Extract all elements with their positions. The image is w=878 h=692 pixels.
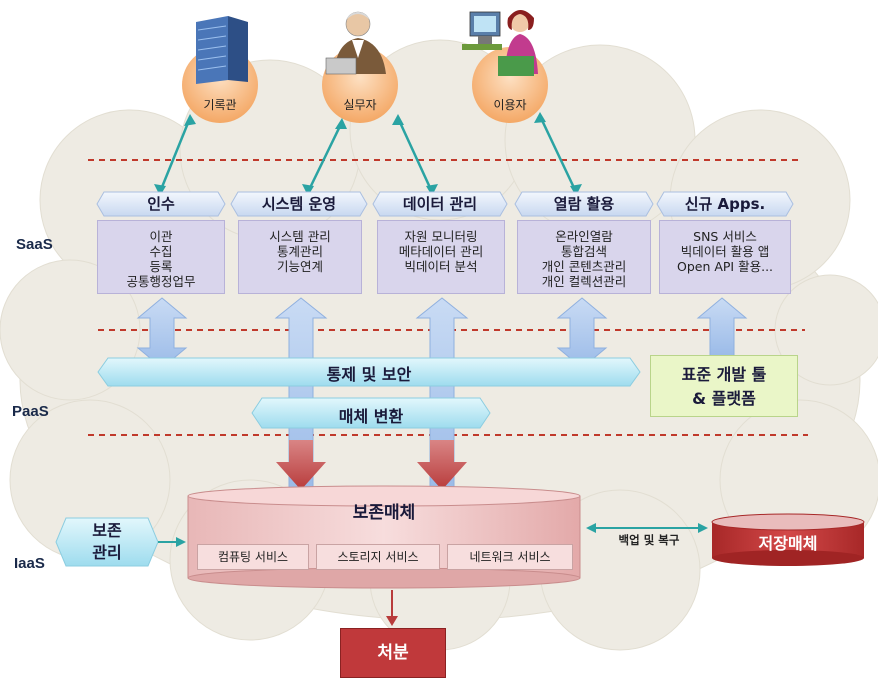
layer-label-saas: SaaS [16,236,53,253]
service-item: 수집 [149,244,173,259]
storage-media-cylinder [711,513,865,566]
media-conversion-band [251,397,491,429]
control-security-band [97,357,641,387]
service-item: 공통행정업무 [126,274,196,289]
preservation-management-line1: 보존 [92,521,122,540]
service-body-acquisition: 이관 수집 등록 공통행정업무 [97,220,225,294]
service-item: 기능연계 [276,259,323,274]
service-item: 이관 [149,229,173,244]
storage-service: 스토리지 서비스 [316,544,440,570]
control-security-label: 통제 및 보안 [326,365,412,384]
connector-heads [154,112,582,196]
backup-connector [586,523,708,533]
service-item: 시스템 관리 [269,229,331,244]
actor-label-worker: 실무자 [343,98,377,112]
service-body-data-management: 자원 모니터링 메타데이터 관리 빅데이터 분석 [377,220,505,294]
management-connector [158,537,186,547]
actor-label-archive: 기록관 [203,98,237,112]
computing-service: 컴퓨팅 서비스 [197,544,309,570]
service-item: 자원 모니터링 [404,229,478,244]
user-at-computer-icon [462,10,538,76]
red-arrows [276,440,467,490]
service-item: 빅데이터 활용 앱 [680,244,770,259]
service-title-new-apps: 신규 Apps. [684,195,766,213]
service-item: SNS 서비스 [693,229,757,244]
blue-arrows [136,297,748,491]
service-item: 온라인열람 [555,229,613,244]
service-title-system-operation: 시스템 운영 [261,195,337,213]
service-item: 등록 [149,259,173,274]
service-item: 빅데이터 분석 [404,259,478,274]
worker-icon [325,11,386,75]
actor-label-user: 이용자 [493,98,527,112]
disposal-box: 처분 [340,628,446,678]
network-service: 네트워크 서비스 [447,544,573,570]
layer-label-iaas: IaaS [14,555,45,572]
service-body-access-use: 온라인열람 통합검색 개인 콘텐츠관리 개인 컬렉션관리 [517,220,651,294]
disposal-arrow [386,590,398,626]
service-item: 메타데이터 관리 [398,244,484,259]
preservation-management-line2: 관리 [92,543,122,562]
service-title-data-management: 데이터 관리 [402,195,478,213]
service-headers [96,191,794,217]
service-body-system-operation: 시스템 관리 통계관리 기능연계 [238,220,362,294]
service-title-access-use: 열람 활용 [553,195,615,213]
service-item: 통계관리 [276,244,323,259]
service-title-acquisition: 인수 [147,195,175,213]
dev-tools-line2: & 플랫폼 [692,389,756,408]
service-item: Open API 활용... [676,259,774,274]
preservation-management-label: 보존 관리 [56,520,158,564]
dev-tools-platform-box: 표준 개발 툴 & 플랫폼 [650,355,798,417]
building-icon [196,16,248,84]
preservation-media-title: 보존매체 [352,503,416,523]
layer-label-paas: PaaS [12,403,49,420]
service-body-new-apps: SNS 서비스 빅데이터 활용 앱 Open API 활용... [659,220,791,294]
service-item: 개인 컬렉션관리 [541,274,627,289]
storage-media-label: 저장매체 [758,534,818,553]
service-item: 통합검색 [560,244,607,259]
dev-tools-line1: 표준 개발 툴 [681,365,767,384]
preservation-management-shape [55,517,159,567]
actor-connectors [158,115,578,193]
service-item: 개인 콘텐츠관리 [541,259,627,274]
backup-recovery-label: 백업 및 복구 [618,533,680,547]
media-conversion-label: 매체 변환 [338,407,404,426]
